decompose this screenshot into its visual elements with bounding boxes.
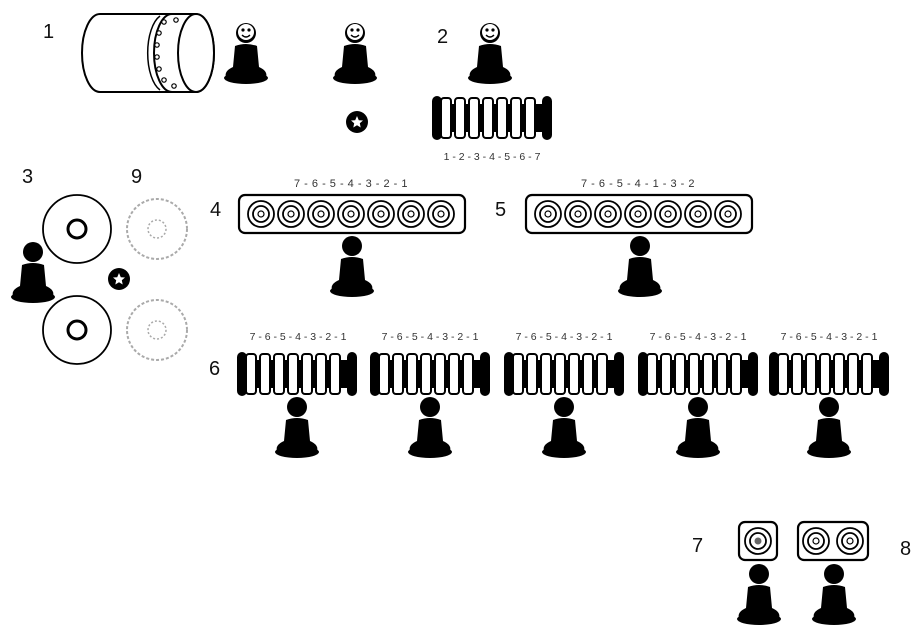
gong-row-icon <box>769 352 889 396</box>
seated-player-icon <box>11 242 55 303</box>
kettle-gong-row-icon <box>798 522 868 560</box>
gong-row-icon <box>237 352 357 396</box>
gong-row-icon <box>638 352 758 396</box>
star-gong-icon <box>108 268 130 290</box>
sequence-group-5: 7 - 6 - 5 - 4 - 1 - 3 - 2 <box>581 178 695 190</box>
kettle-gong-row-icon <box>526 195 752 233</box>
seated-player-icon <box>676 397 720 458</box>
sequence-group-6: 7 - 6 - 5 - 4 - 3 - 2 - 1 <box>781 331 878 343</box>
label-4: 4 <box>210 199 221 221</box>
gong-row-icon <box>504 352 624 396</box>
label-8: 8 <box>900 538 911 560</box>
seated-player-icon <box>275 397 319 458</box>
label-3: 3 <box>22 166 33 188</box>
drum-icon <box>82 14 214 92</box>
gong-row-icon <box>432 96 552 140</box>
seated-player-icon <box>618 236 662 297</box>
seated-player-icon <box>408 397 452 458</box>
seated-player-icon <box>333 23 377 84</box>
label-9: 9 <box>131 166 142 188</box>
star-gong-icon <box>346 111 368 133</box>
sequence-group-4: 7 - 6 - 5 - 4 - 3 - 2 - 1 <box>294 178 408 190</box>
round-gong-icon <box>127 300 187 360</box>
seated-player-icon <box>224 23 268 84</box>
label-7: 7 <box>692 535 703 557</box>
round-gong-icon <box>43 296 111 364</box>
label-1: 1 <box>43 21 54 43</box>
sequence-group-2: 1 - 2 - 3 - 4 - 5 - 6 - 7 <box>444 151 541 163</box>
round-gong-icon <box>127 199 187 259</box>
label-2: 2 <box>437 26 448 48</box>
seated-player-icon <box>468 23 512 84</box>
seated-player-icon <box>812 564 856 625</box>
label-5: 5 <box>495 199 506 221</box>
round-gong-icon <box>43 195 111 263</box>
sequence-group-6: 7 - 6 - 5 - 4 - 3 - 2 - 1 <box>382 331 479 343</box>
seated-player-icon <box>807 397 851 458</box>
seated-player-icon <box>542 397 586 458</box>
sequence-group-6: 7 - 6 - 5 - 4 - 3 - 2 - 1 <box>516 331 613 343</box>
sequence-group-6: 7 - 6 - 5 - 4 - 3 - 2 - 1 <box>650 331 747 343</box>
seated-player-icon <box>737 564 781 625</box>
sequence-group-6: 7 - 6 - 5 - 4 - 3 - 2 - 1 <box>250 331 347 343</box>
gong-row-icon <box>370 352 490 396</box>
kettle-gong-row-icon <box>239 195 465 233</box>
label-6: 6 <box>209 358 220 380</box>
seated-player-icon <box>330 236 374 297</box>
kettle-gong-icon <box>739 522 777 560</box>
